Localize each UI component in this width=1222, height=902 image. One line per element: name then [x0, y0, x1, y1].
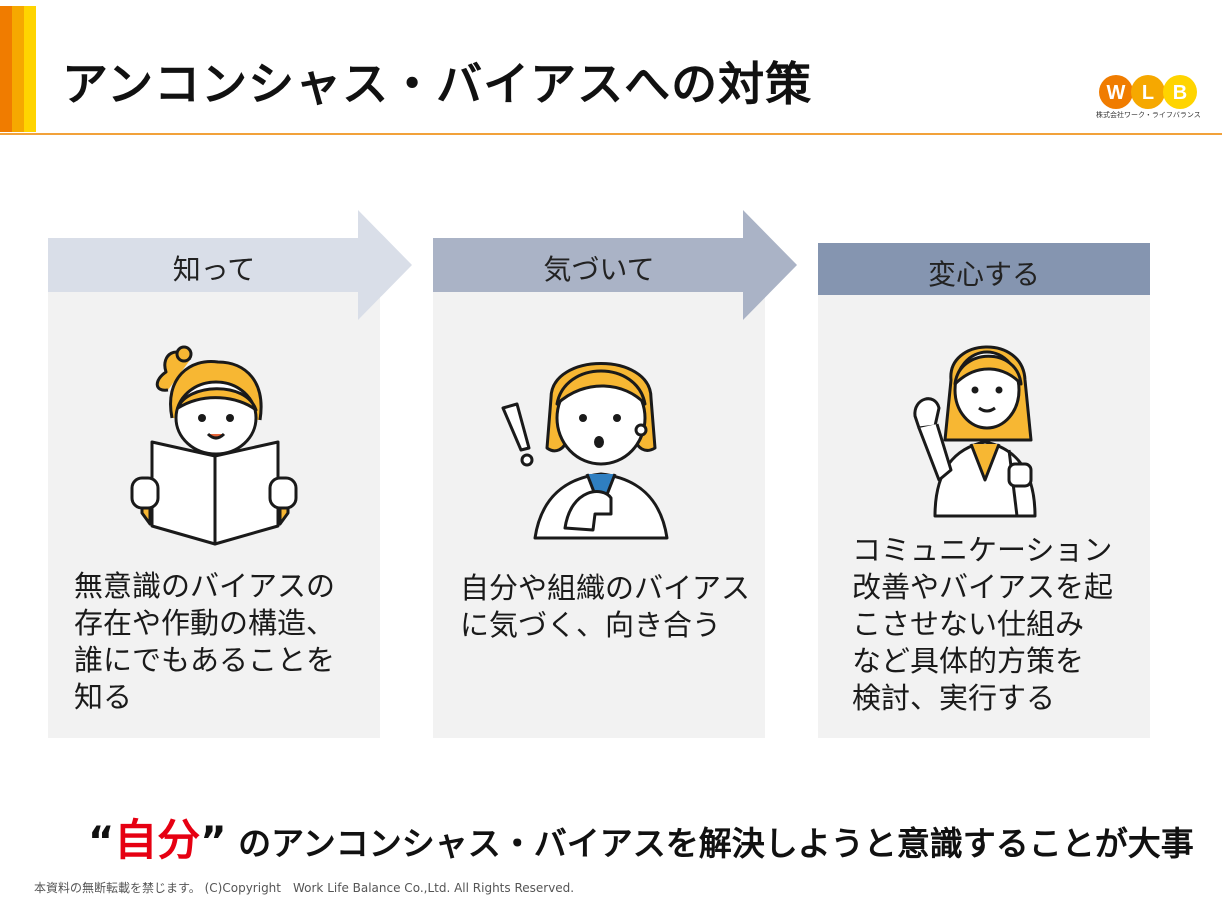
- slide-title: アンコンシャス・バイアスへの対策: [62, 57, 813, 111]
- step-3-line-4: など具体的方策を: [852, 644, 1085, 678]
- step-3-line-1: コミュニケーション: [852, 533, 1113, 567]
- step-1-label: 知って: [172, 253, 256, 286]
- logo-company-name: 株式会社ワーク・ライフバランス: [1096, 111, 1201, 119]
- step-3-description: コミュニケーション 改善やバイアスを起 こさせない仕組み など具体的方策を 検討…: [852, 532, 1144, 717]
- copyright-footer: 本資料の無断転載を禁じます。 (C)Copyright Work Life Ba…: [34, 881, 575, 895]
- step-2-line-2: に気づく、向き合う: [460, 608, 722, 642]
- wlb-logo: W L B: [1099, 75, 1197, 109]
- step-2-arrow: [433, 210, 797, 320]
- logo-letter-b: B: [1173, 82, 1187, 104]
- step-1-arrow: [48, 210, 412, 320]
- close-quote: ”: [200, 819, 227, 865]
- step-3-label: 変心する: [927, 258, 1040, 291]
- key-message-rest: のアンコンシャス・バイアスを解決しようと意識することが大事: [226, 824, 1194, 863]
- open-quote: “: [88, 819, 115, 865]
- step-1-line-1: 無意識のバイアスの: [74, 569, 336, 603]
- step-2-label: 気づいて: [543, 253, 655, 286]
- step-3-line-2: 改善やバイアスを起: [852, 570, 1114, 604]
- determined-woman-illustration: [913, 345, 1037, 518]
- logo-letter-l: L: [1142, 82, 1154, 104]
- step-1-line-3: 誰にでもあることを: [74, 643, 336, 677]
- logo-letter-w: W: [1107, 82, 1126, 104]
- surprised-woman-illustration: [501, 362, 669, 540]
- header-divider: [0, 133, 1222, 135]
- step-3-line-5: 検討、実行する: [852, 681, 1056, 715]
- step-2-line-1: 自分や組織のバイアス: [460, 571, 751, 605]
- step-1-description: 無意識のバイアスの 存在や作動の構造、 誰にでもあることを 知る: [74, 568, 374, 716]
- title-accent-bar: [0, 6, 36, 132]
- step-1-line-4: 知る: [74, 680, 133, 714]
- reading-girl-illustration: [130, 345, 298, 546]
- step-1-line-2: 存在や作動の構造、: [74, 606, 336, 640]
- step-2-description: 自分や組織のバイアス に気づく、向き合う: [460, 570, 760, 644]
- step-3-box: [818, 243, 1150, 295]
- key-message: “自分” のアンコンシャス・バイアスを解決しようと意識することが大事: [88, 806, 1194, 868]
- step-3-line-3: こさせない仕組み: [852, 607, 1085, 641]
- emphasis-self: 自分: [114, 816, 201, 866]
